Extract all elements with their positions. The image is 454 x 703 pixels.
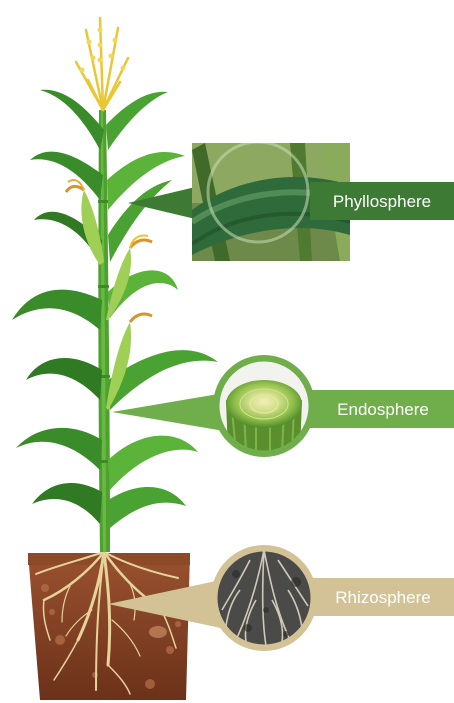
phyllosphere-callout: Phyllosphere — [128, 142, 454, 261]
tassel — [76, 18, 128, 110]
endosphere-label: Endosphere — [337, 400, 429, 419]
endosphere-pointer — [112, 392, 230, 432]
phyllosphere-label: Phyllosphere — [333, 192, 431, 211]
rhizosphere-label: Rhizosphere — [335, 588, 430, 607]
